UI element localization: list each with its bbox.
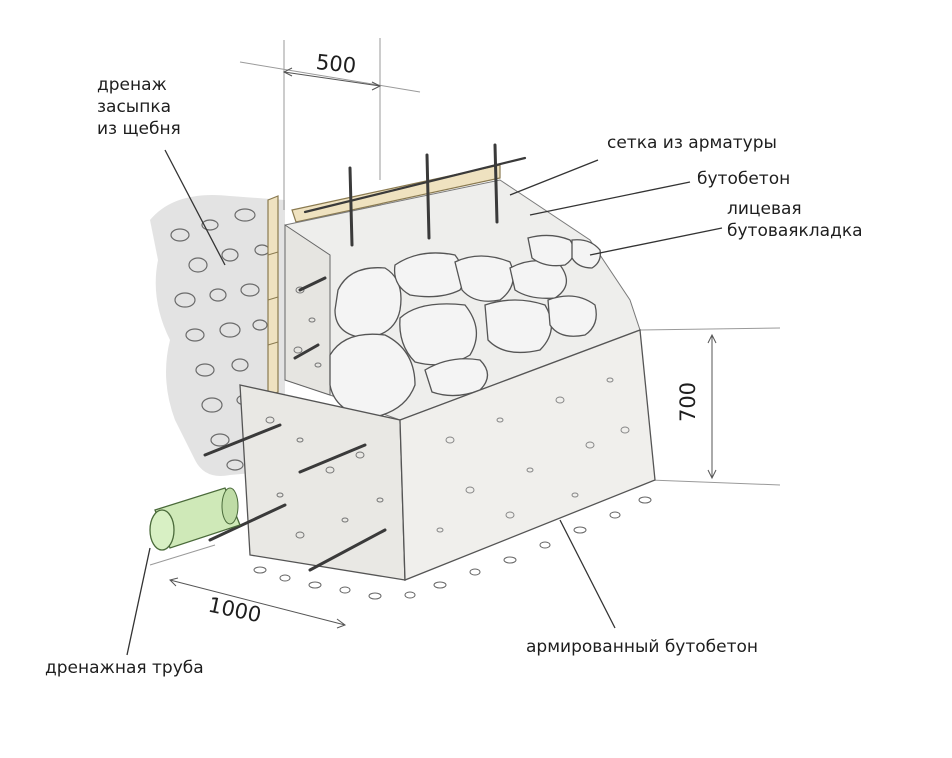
dimension-top-width: 500 [314,49,358,79]
height-dimension-lines [639,327,781,486]
formwork-board [267,164,501,397]
label-drain-pipe: дренажная труба [45,658,204,678]
label-rubble-concrete: бутобетон [697,169,791,189]
lower-block-left-face [239,384,406,581]
label-reinforced-concrete: армированный бутобетон [526,637,759,657]
bottom-dimension-lines [149,544,347,629]
rebar-rods [203,276,387,572]
drain-pipe [149,487,241,551]
lower-block-right-face [399,329,656,581]
dimension-height: 700 [676,381,701,423]
rebar-mesh [303,143,527,247]
leader-lines [126,149,723,656]
label-drainage-fill: дренаж засыпка из щебня [97,75,181,139]
label-rebar-mesh: сетка из арматуры [607,133,777,153]
masonry-stones [329,234,601,419]
label-face-masonry: лицевая бутоваякладка [727,199,863,241]
top-dimension-lines [239,38,421,210]
gravel-base [253,496,652,600]
